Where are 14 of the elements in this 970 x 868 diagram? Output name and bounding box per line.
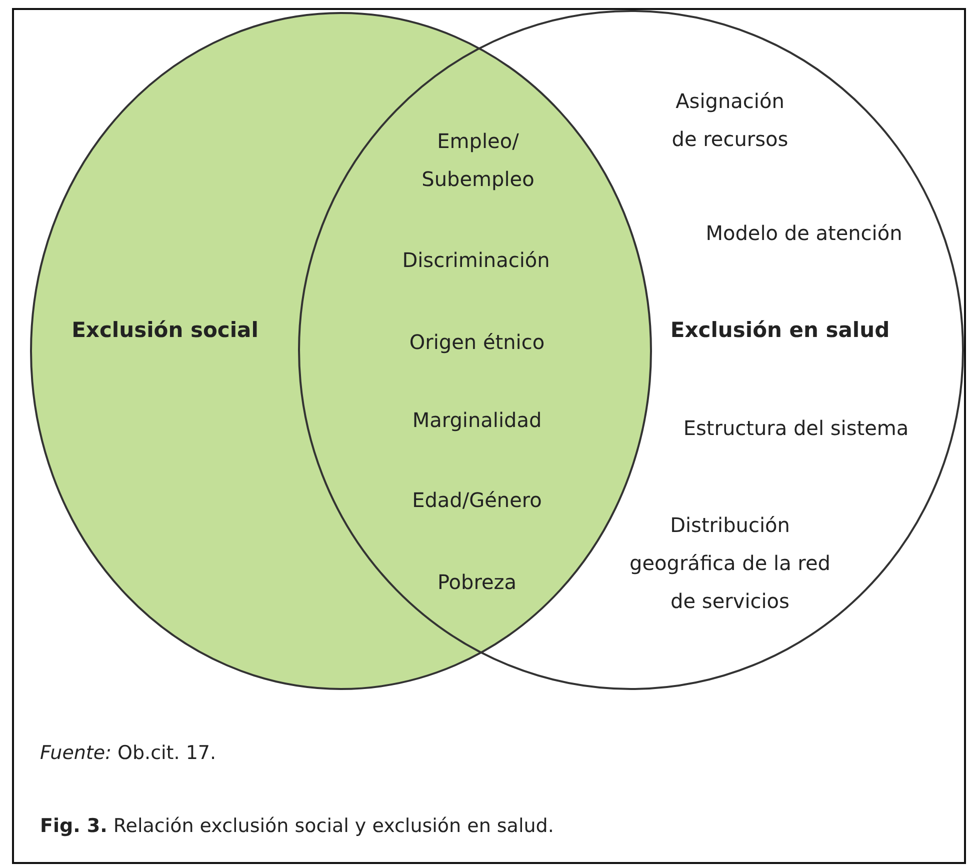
figure-caption: Fig. 3. Relación exclusión social y exclusión en salud. <box>40 815 554 837</box>
set-title: Exclusión social <box>72 317 258 344</box>
region-item: Empleo/ Subempleo <box>420 128 536 193</box>
source-note: Fuente: Ob.cit. 17. <box>40 742 216 764</box>
region-item: Asignación de recursos <box>670 88 790 153</box>
region-item: Modelo de atención <box>706 220 902 247</box>
region-item: Distribución geográfica de la red de servicios <box>628 512 832 615</box>
region-item: Origen étnico <box>409 329 545 356</box>
region-item: Edad/Género <box>412 487 542 514</box>
region-item: Discriminación <box>402 247 550 274</box>
set-title: Exclusión en salud <box>670 317 890 344</box>
region-item: Marginalidad <box>412 407 542 434</box>
region-item: Pobreza <box>437 569 517 596</box>
region-item: Estructura del sistema <box>683 415 909 442</box>
